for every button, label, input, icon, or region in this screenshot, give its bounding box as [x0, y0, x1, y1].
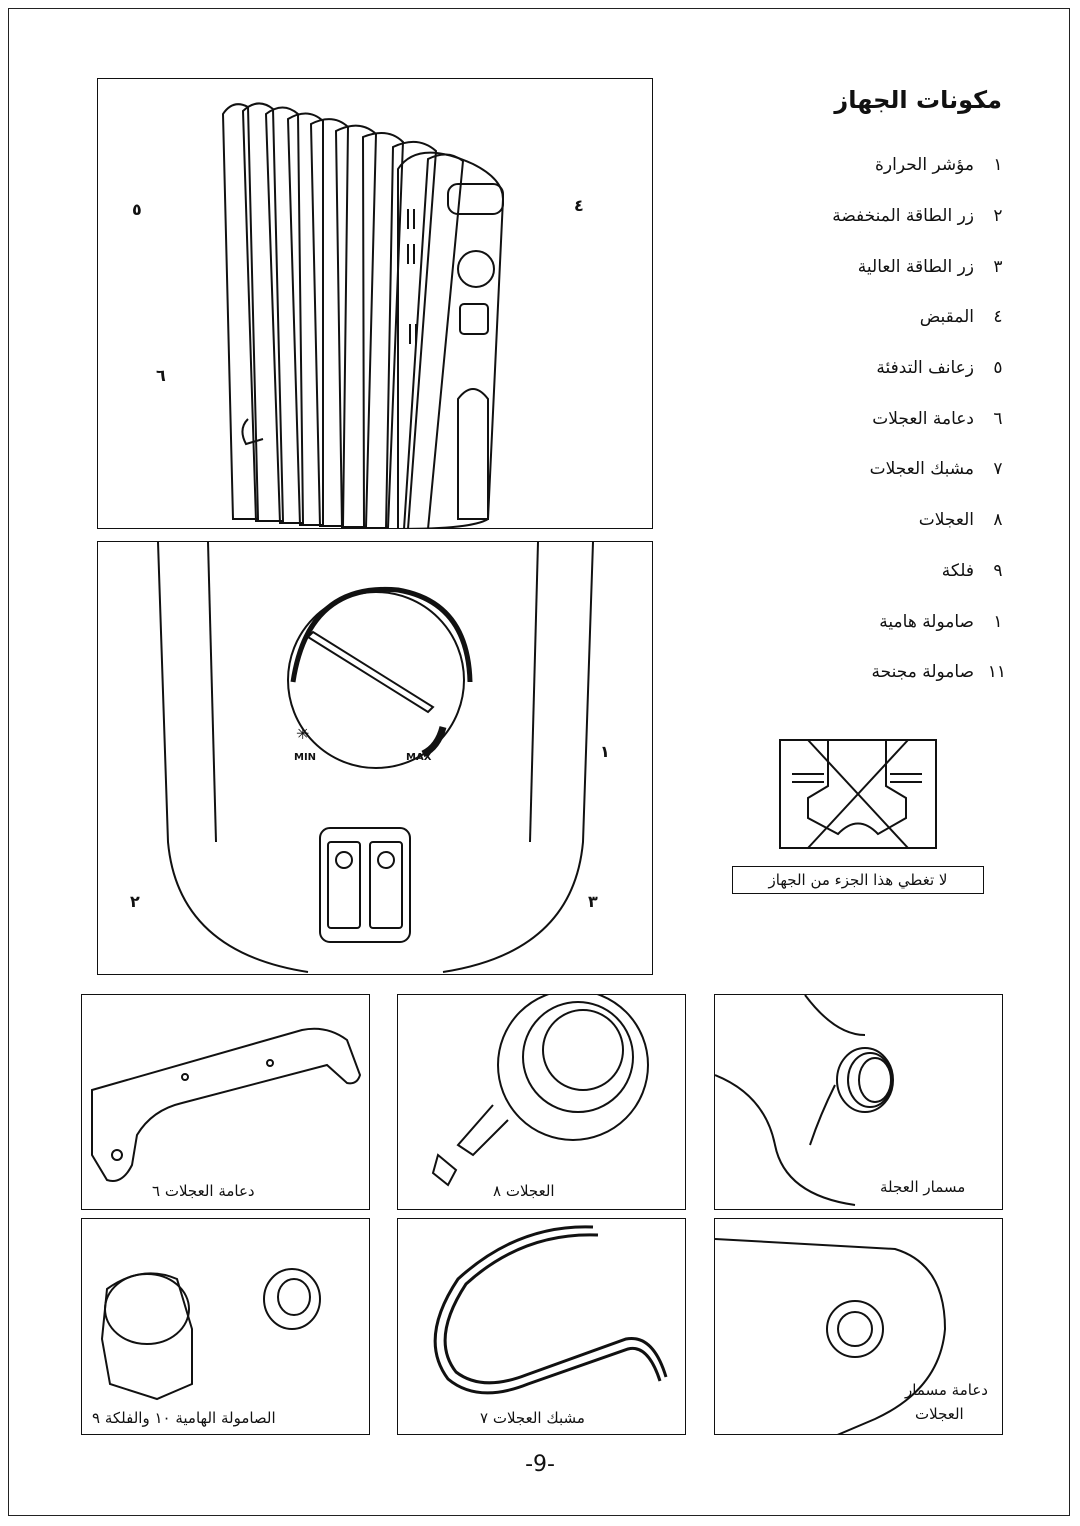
- wheel-clip-panel: مشبك العجلات ٧: [397, 1218, 686, 1435]
- wheel-bracket-panel: دعامة العجلات ٦: [81, 994, 370, 1210]
- caption-wheel-bracket: دعامة العجلات ٦: [152, 1182, 255, 1200]
- caption-wheels: العجلات ٨: [493, 1182, 555, 1200]
- warning-label: لا تغطي هذا الجزء من الجهاز: [732, 866, 984, 894]
- page-border: [8, 8, 1070, 1516]
- caption-bolt-bracket-1: دعامة مسمار: [905, 1381, 988, 1399]
- caption-wheel-clip: مشبك العجلات ٧: [480, 1409, 585, 1427]
- nut-washer-panel: الصامولة الهامية ١٠ والفلكة ٩: [81, 1218, 370, 1435]
- do-not-cover-icon: [779, 739, 937, 849]
- page-title: مكونات الجهاز: [834, 86, 1002, 114]
- bolt-bracket-panel: دعامة مسمار العجلات: [714, 1218, 1003, 1435]
- caption-nut-washer: الصامولة الهامية ١٠ والفلكة ٩: [92, 1409, 276, 1427]
- max-label: MAX: [406, 752, 432, 763]
- wheel-bolt-panel: مسمار العجلة: [714, 994, 1003, 1210]
- callout-4: ٤: [574, 196, 584, 215]
- snowflake-icon: ✳: [296, 724, 310, 743]
- control-panel-illustration: MIN MAX ✳: [97, 541, 653, 975]
- heater-illustration: [97, 78, 653, 529]
- min-label: MIN: [294, 752, 317, 763]
- callout-2: ٢: [130, 892, 140, 911]
- caption-bolt-bracket-2: العجلات: [915, 1405, 964, 1423]
- callout-5: ٥: [132, 200, 142, 219]
- wheels-panel: العجلات ٨: [397, 994, 686, 1210]
- callout-6: ٦: [156, 366, 166, 385]
- callout-1: ١: [600, 742, 610, 761]
- callout-3: ٣: [588, 892, 598, 911]
- caption-wheel-bolt: مسمار العجلة: [880, 1178, 966, 1196]
- page-number: -9-: [525, 1452, 555, 1477]
